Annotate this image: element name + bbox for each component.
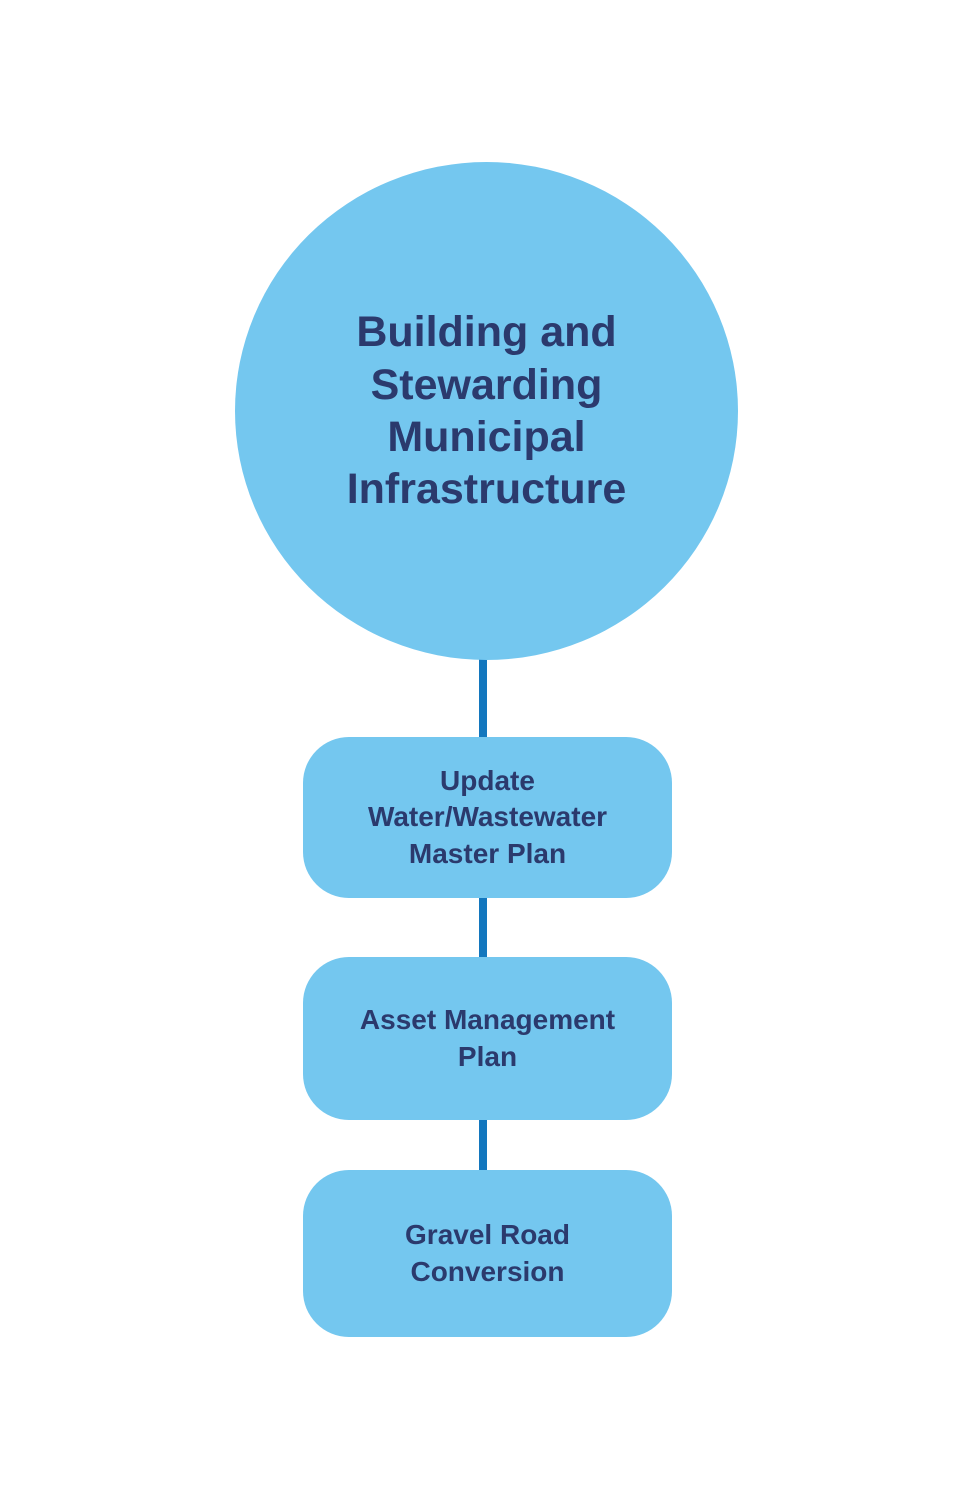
child-node-label: Update Water/Wastewater Master Plan [367, 764, 608, 869]
child-node-label: Asset Management Plan [359, 1004, 616, 1072]
child-node-gravel-road-conversion: Gravel Road Conversion [303, 1170, 672, 1337]
root-node-label: Building and Stewarding Municipal Infras… [346, 308, 627, 514]
connector-line [479, 650, 487, 1182]
child-node-asset-management-plan: Asset Management Plan [303, 957, 672, 1120]
child-node-update-water-wastewater-master-plan: Update Water/Wastewater Master Plan [303, 737, 672, 898]
child-node-label: Gravel Road Conversion [405, 1219, 570, 1287]
root-node-circle: Building and Stewarding Municipal Infras… [235, 162, 738, 660]
